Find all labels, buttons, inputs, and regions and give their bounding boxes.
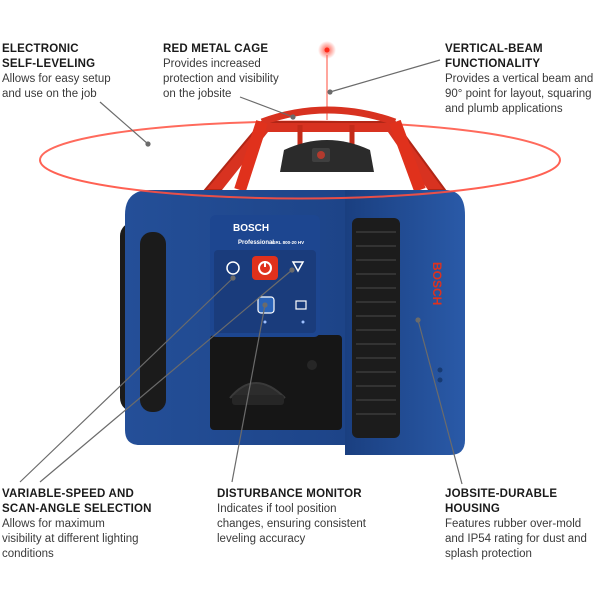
callout-electronic-self-leveling: ELECTRONIC SELF-LEVELING Allows for easy… — [2, 42, 142, 102]
callout-description: Allows for maximum visibility at differe… — [2, 518, 139, 560]
callout-vertical-beam: VERTICAL-BEAM FUNCTIONALITY Provides a v… — [445, 42, 600, 117]
pointer-variable-speed-1 — [19, 277, 234, 483]
callout-title: ELECTRONIC SELF-LEVELING — [2, 43, 96, 70]
callout-title: VARIABLE-SPEED AND SCAN-ANGLE SELECTION — [2, 488, 152, 515]
control-panel — [210, 215, 320, 337]
rotating-laser-head — [280, 140, 374, 172]
callout-title: DISTURBANCE MONITOR — [217, 488, 362, 500]
callout-pointer-lines — [19, 59, 463, 485]
pointer-disturbance — [231, 304, 266, 483]
callout-title: RED METAL CAGE — [163, 43, 269, 55]
callout-description: Features rubber over-mold and IP54 ratin… — [445, 518, 587, 560]
pointer-variable-speed-2 — [39, 269, 293, 483]
callout-title: JOBSITE-DURABLE HOUSING — [445, 488, 558, 515]
callout-description: Provides increased protection and visibi… — [163, 58, 279, 100]
pointer-cage — [239, 96, 294, 118]
pointer-self-leveling — [99, 101, 149, 145]
callout-jobsite-durable-housing: JOBSITE-DURABLE HOUSING Features rubber … — [445, 487, 600, 562]
front-base-panel — [210, 335, 342, 430]
callout-red-metal-cage: RED METAL CAGE Provides increased protec… — [163, 42, 303, 102]
callout-description: Provides a vertical beam and 90° point f… — [445, 73, 594, 115]
callout-description: Allows for easy setup and use on the job — [2, 73, 111, 100]
callout-description: Indicates if tool position changes, ensu… — [217, 503, 366, 545]
pointer-vertical-beam — [329, 59, 441, 93]
callout-disturbance-monitor: DISTURBANCE MONITOR Indicates if tool po… — [217, 487, 387, 547]
pointer-housing — [417, 319, 463, 485]
laser-ring-front — [39, 159, 561, 200]
laser-top-dot — [318, 41, 336, 59]
callout-title: VERTICAL-BEAM FUNCTIONALITY — [445, 43, 543, 70]
callout-variable-speed: VARIABLE-SPEED AND SCAN-ANGLE SELECTION … — [2, 487, 162, 562]
